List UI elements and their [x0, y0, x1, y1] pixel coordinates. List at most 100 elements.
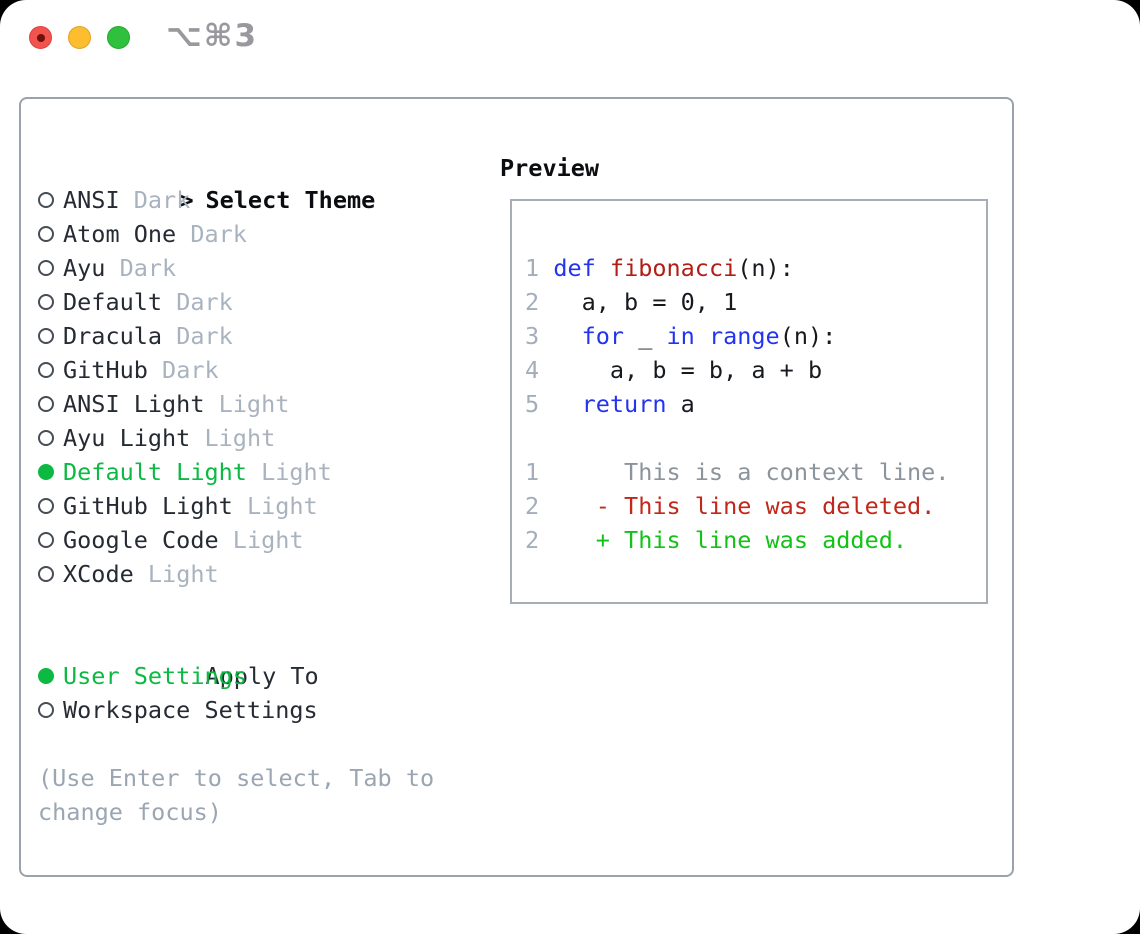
theme-option[interactable]: GitHub Dark: [38, 353, 434, 387]
code-line: 5 return a: [525, 387, 949, 421]
select-theme-header: >Select Theme: [38, 149, 434, 214]
apply-to-option[interactable]: User Settings: [38, 659, 434, 693]
radio-selected-icon[interactable]: [38, 668, 54, 684]
option-label: Dracula: [63, 322, 163, 350]
code-segment-plain: a, b = b, a + b: [539, 356, 823, 384]
code-line: 4 a, b = b, a + b: [525, 353, 949, 387]
preview-title: Preview: [500, 154, 600, 182]
code-segment-kw: range: [708, 322, 780, 350]
theme-option[interactable]: Default Light Light: [38, 455, 434, 489]
radio-icon[interactable]: [38, 260, 54, 276]
option-variant-label: Light: [218, 390, 290, 418]
code-segment-num: 5: [525, 390, 540, 418]
code-segment-add: + This line was added.: [539, 526, 908, 554]
theme-option[interactable]: Default Dark: [38, 285, 434, 319]
radio-icon[interactable]: [38, 328, 54, 344]
code-segment-num: 1: [525, 254, 540, 282]
hint-line-2: change focus): [38, 798, 222, 826]
option-variant-label: Dark: [176, 322, 233, 350]
code-line: 3 for _ in range(n):: [525, 319, 949, 353]
radio-selected-icon[interactable]: [38, 464, 54, 480]
code-segment-plain: [596, 254, 610, 282]
theme-option[interactable]: Dracula Dark: [38, 319, 434, 353]
spacer-row: [38, 591, 434, 625]
option-label: ANSI Light: [63, 390, 205, 418]
code-segment-del: - This line was deleted.: [539, 492, 936, 520]
theme-option[interactable]: Google Code Light: [38, 523, 434, 557]
code-segment-plain: [695, 322, 709, 350]
theme-option[interactable]: GitHub Light Light: [38, 489, 434, 523]
code-line: 1 This is a context line.: [525, 455, 949, 489]
window-shortcut-label: ⌥⌘3: [166, 18, 259, 54]
option-label: GitHub: [63, 356, 148, 384]
option-variant-label: Dark: [190, 220, 247, 248]
option-variant-label: Light: [204, 424, 276, 452]
apply-to-option[interactable]: Workspace Settings: [38, 693, 434, 727]
option-variant-label: Dark: [133, 186, 191, 214]
code-line: 1 def fibonacci(n):: [525, 251, 949, 285]
option-label: Workspace Settings: [63, 696, 318, 724]
theme-option[interactable]: Atom One Dark: [38, 217, 434, 251]
option-label: Google Code: [63, 526, 219, 554]
zoom-button[interactable]: [107, 26, 130, 49]
code-segment-plain: [539, 254, 553, 282]
code-line: 2 a, b = 0, 1: [525, 285, 949, 319]
theme-option[interactable]: Ayu Dark: [38, 251, 434, 285]
apply-to-title: Apply To: [205, 662, 319, 690]
option-label: Ayu Light: [63, 424, 191, 452]
theme-option[interactable]: Ayu Light Light: [38, 421, 434, 455]
code-segment-num: 2: [525, 492, 540, 520]
option-variant-label: Light: [232, 526, 304, 554]
option-label: Atom One: [63, 220, 177, 248]
option-label: ANSI: [63, 186, 120, 214]
close-button-dot: [37, 34, 45, 42]
code-segment-fn: fibonacci: [609, 254, 738, 282]
radio-icon[interactable]: [38, 702, 54, 718]
option-label: Default Light: [63, 458, 247, 486]
theme-option[interactable]: XCode Light: [38, 557, 434, 591]
option-label: User Settings: [63, 662, 247, 690]
radio-icon[interactable]: [38, 430, 54, 446]
minimize-button[interactable]: [68, 26, 91, 49]
code-segment-num: 1: [525, 458, 540, 486]
code-line: 2 + This line was added.: [525, 523, 949, 557]
option-variant-label: Dark: [162, 356, 219, 384]
close-button[interactable]: [29, 26, 52, 49]
radio-icon[interactable]: [38, 566, 54, 582]
radio-icon[interactable]: [38, 396, 54, 412]
radio-icon[interactable]: [38, 294, 54, 310]
theme-option[interactable]: ANSI Light Light: [38, 387, 434, 421]
option-label: GitHub Light: [63, 492, 233, 520]
code-segment-kw: for: [581, 322, 625, 350]
option-variant-label: Dark: [119, 254, 177, 282]
code-segment-kw: def: [553, 254, 596, 282]
code-segment-plain: [539, 390, 581, 418]
code-segment-num: 2: [525, 526, 540, 554]
option-variant-label: Light: [261, 458, 332, 486]
code-segment-num: 4: [525, 356, 540, 384]
option-variant-label: Dark: [176, 288, 233, 316]
option-variant-label: Light: [147, 560, 219, 588]
code-segment-plain: (n):: [779, 322, 837, 350]
code-segment-num: 2: [525, 288, 540, 316]
radio-icon[interactable]: [38, 362, 54, 378]
select-theme-title: Select Theme: [205, 186, 376, 214]
option-variant-label: Light: [246, 492, 318, 520]
radio-icon[interactable]: [38, 532, 54, 548]
apply-to-header: Apply To: [38, 625, 434, 690]
code-line: [525, 421, 949, 455]
code-segment-ctx: This is a context line.: [539, 458, 950, 486]
code-segment-plain: a, b = 0, 1: [539, 288, 738, 316]
code-segment-num: 3: [525, 322, 540, 350]
theme-option[interactable]: ANSI Dark: [38, 183, 434, 217]
radio-icon[interactable]: [38, 226, 54, 242]
radio-icon[interactable]: [38, 498, 54, 514]
hint-line-1: (Use Enter to select, Tab to: [38, 764, 435, 792]
radio-icon[interactable]: [38, 192, 54, 208]
